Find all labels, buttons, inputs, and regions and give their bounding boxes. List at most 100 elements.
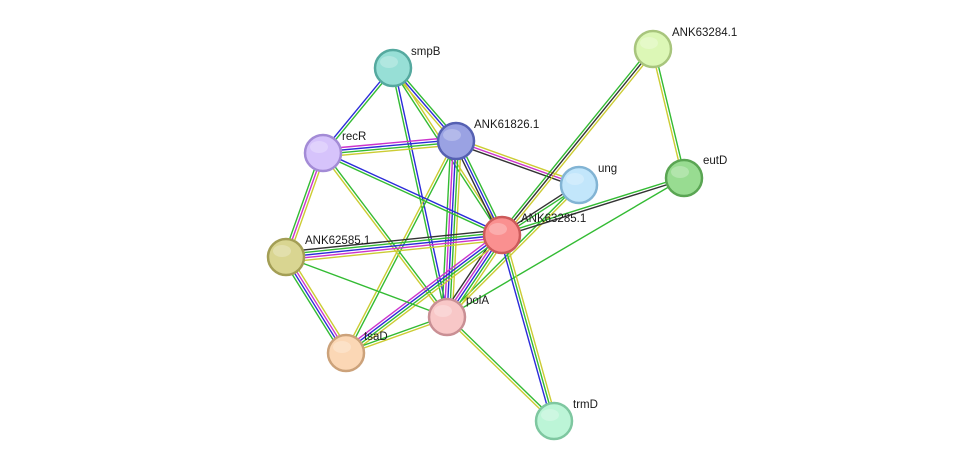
edge-channel-magenta [322, 136, 456, 150]
edge-ank63285-1-ank62585-1[interactable] [285, 229, 503, 263]
edge-channel-yellow [503, 234, 558, 421]
edge-ank62585-1-pola[interactable] [285, 256, 448, 318]
node-highlight [333, 341, 351, 353]
edge-channel-black [454, 142, 579, 189]
edge-channel-blue [393, 67, 449, 317]
edge-channel-green [441, 140, 452, 317]
edge-channel-yellow [456, 137, 581, 184]
node-tsad[interactable]: tsaD [326, 331, 388, 373]
edge-channel-blue [323, 151, 503, 235]
node-smpb[interactable]: smpB [373, 46, 441, 88]
edge-channel-green [446, 177, 685, 318]
edge-channel-yellow [323, 144, 457, 158]
node-layer: smpB ANK61826.1 recR ANK63284.1 ung eutD ANK63… [266, 27, 737, 441]
node-highlight [541, 409, 559, 421]
node-label: ANK63284.1 [672, 27, 737, 39]
node-circle[interactable] [436, 121, 476, 161]
node-label: tsaD [364, 331, 388, 343]
node-ank63285-1[interactable]: ANK63285.1 [482, 213, 586, 255]
edge-channel-green [447, 315, 556, 421]
edge-channel-magenta [455, 140, 580, 186]
edge-ank61826-1-pola[interactable] [441, 140, 462, 318]
node-ung[interactable]: ung [559, 163, 617, 205]
node-label: ANK63285.1 [521, 213, 586, 225]
node-circle[interactable] [427, 297, 467, 337]
edge-ank61826-1-recr[interactable] [322, 136, 457, 158]
node-label: trmD [573, 399, 598, 411]
node-highlight [489, 223, 507, 235]
node-pola[interactable]: polA [427, 295, 489, 337]
edge-channel-yellow [286, 239, 503, 263]
node-circle[interactable] [633, 29, 673, 69]
edge-channel-green [285, 256, 448, 318]
node-eutd[interactable]: eutD [664, 155, 727, 198]
edge-channel-yellow [451, 141, 462, 318]
node-ank63284-1[interactable]: ANK63284.1 [633, 27, 737, 69]
edge-channel-black [285, 229, 502, 253]
edge-ank63284-1-eutd[interactable] [651, 48, 686, 179]
node-highlight [273, 245, 291, 257]
node-label: ANK62585.1 [305, 235, 370, 247]
node-circle[interactable] [482, 215, 522, 255]
edge-channel-green [501, 234, 555, 422]
edge-channel-blue [322, 139, 456, 153]
node-label: ung [598, 163, 617, 175]
edge-ank63285-1-trmd[interactable] [498, 234, 558, 422]
edge-channel-green [391, 68, 447, 318]
node-trmd[interactable]: trmD [534, 399, 598, 441]
node-circle[interactable] [266, 237, 306, 277]
node-ank61826-1[interactable]: ANK61826.1 [436, 119, 539, 161]
node-highlight [640, 37, 658, 49]
edge-pola-trmd[interactable] [445, 315, 556, 423]
edge-channel-green [499, 46, 652, 234]
edge-eutd-ank63285-1[interactable] [501, 176, 685, 237]
edge-channel-green [322, 153, 502, 237]
edge-channel-yellow [321, 153, 447, 319]
edge-channel-yellow [347, 237, 505, 357]
edge-ank63284-1-ank63285-1[interactable] [499, 46, 656, 238]
node-circle[interactable] [534, 401, 574, 441]
edge-channel-magenta [343, 231, 501, 351]
node-highlight [671, 166, 689, 178]
edge-channel-yellow [344, 140, 456, 353]
node-label: polA [466, 295, 489, 307]
node-circle[interactable] [664, 158, 704, 198]
node-label: eutD [703, 155, 727, 167]
edge-smpb-pola[interactable] [391, 67, 449, 318]
edge-channel-yellow [445, 317, 554, 423]
node-highlight [434, 305, 452, 317]
edge-channel-blue [498, 235, 553, 422]
edge-recr-pola[interactable] [321, 151, 449, 319]
edge-recr-ank63285-1[interactable] [322, 151, 503, 237]
node-highlight [310, 141, 328, 153]
node-recr[interactable]: recR [303, 131, 366, 173]
edge-channel-yellow [651, 49, 684, 179]
node-label: ANK61826.1 [474, 119, 539, 131]
node-highlight [443, 129, 461, 141]
edge-channel-yellow [503, 50, 656, 238]
node-circle[interactable] [559, 165, 599, 205]
edge-ank61826-1-ung[interactable] [454, 137, 581, 189]
node-highlight [566, 173, 584, 185]
edge-channel-blue [285, 234, 503, 258]
edge-channel-green [285, 231, 502, 256]
node-circle[interactable] [373, 48, 413, 88]
edge-channel-green [501, 176, 684, 235]
edge-channel-yellow [288, 254, 350, 352]
edge-channel-green [323, 141, 457, 155]
edge-channel-black [501, 48, 654, 236]
edge-channel-green [448, 141, 460, 318]
edge-eutd-pola[interactable] [446, 177, 685, 318]
edge-channel-green [653, 48, 686, 178]
node-label: smpB [411, 46, 441, 58]
edge-channel-green [282, 258, 344, 356]
edge-channel-magenta [286, 236, 503, 261]
edge-channel-magenta [443, 140, 455, 317]
edge-ank63285-1-tsad[interactable] [343, 231, 505, 357]
node-ank62585-1[interactable]: ANK62585.1 [266, 235, 370, 277]
node-circle[interactable] [303, 133, 343, 173]
edge-channel-green [323, 151, 449, 317]
edge-channel-yellow [447, 185, 581, 319]
node-circle[interactable] [326, 333, 366, 373]
